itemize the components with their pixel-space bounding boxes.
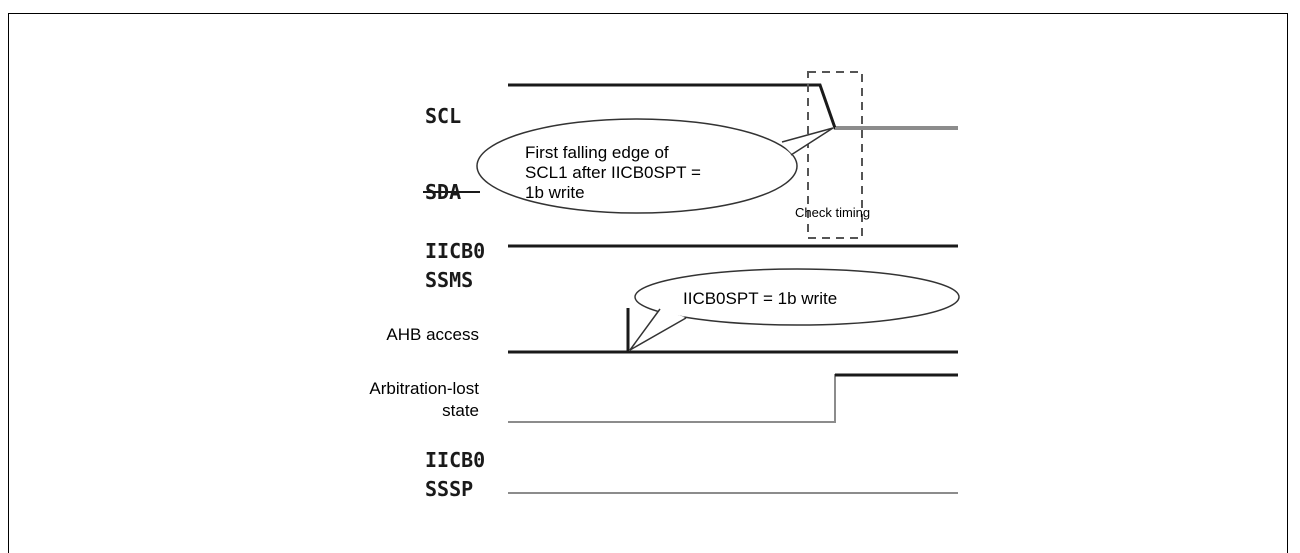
- spt-write-text: IICB0SPT = 1b write: [683, 289, 837, 308]
- check-timing-label: Check timing: [795, 205, 870, 220]
- sssp-label-line1: IICB0: [425, 448, 485, 472]
- spt-write-callout-tail: [629, 308, 687, 351]
- falling-edge-callout-tail: [781, 127, 834, 156]
- arbitration-waveform-low: [508, 374, 958, 423]
- ssms-label-line1: IICB0: [425, 239, 485, 263]
- arbitration-label-line2: state: [442, 401, 479, 420]
- falling-edge-callout-bubble: [476, 118, 798, 214]
- ahb-access-label: AHB access: [386, 325, 479, 344]
- check-timing-box: [807, 71, 863, 239]
- falling-edge-text-line1: First falling edge of: [525, 143, 669, 162]
- sssp-label-line2: SSSP: [425, 477, 473, 501]
- falling-edge-callout-tail-fill: [781, 128, 833, 155]
- spt-write-callout-tail-fill: [630, 310, 685, 350]
- falling-edge-text-line2: SCL1 after IICB0SPT =: [525, 163, 701, 182]
- arbitration-label-line1: Arbitration-lost: [369, 379, 479, 398]
- scl-waveform: [508, 83, 958, 130]
- scl-label: SCL: [425, 104, 461, 128]
- falling-edge-text-line3: 1b write: [525, 183, 585, 202]
- spt-write-callout-bubble: [634, 268, 960, 326]
- diagram-frame: [8, 13, 1288, 553]
- ssms-label-line2: SSMS: [425, 268, 473, 292]
